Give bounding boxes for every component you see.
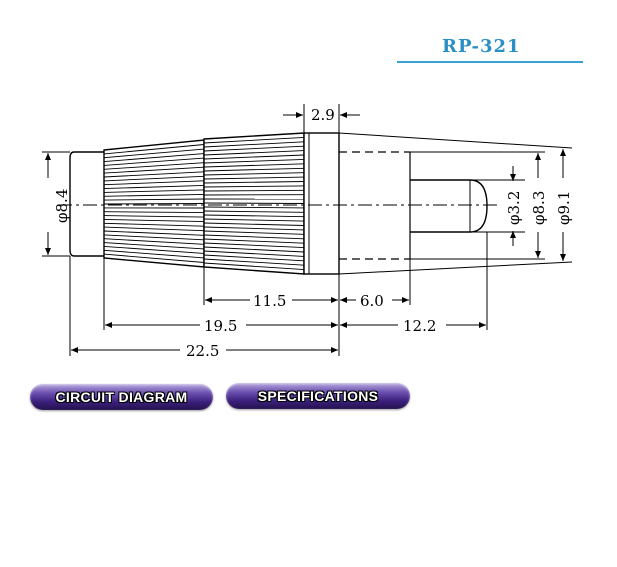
knurl-line [103,218,205,223]
knurl-line [103,238,205,245]
knurl-line [203,145,305,152]
knurl-line [103,153,205,163]
knurl-line [203,176,305,180]
knurl-line [103,245,205,254]
knurl-line [203,214,305,218]
knurl-line [103,242,205,250]
knurl-line [203,150,305,156]
knurl-line [103,230,205,236]
knurl-line [103,198,205,201]
knurl-line [103,222,205,227]
knurl-line [203,172,305,176]
knurl-line [103,184,205,190]
dim-top-ring: 2.9 [311,106,335,124]
knurl-line [203,136,305,144]
outer-sleeve [339,151,411,260]
knurl-line [103,215,205,218]
knurl-line [103,249,205,259]
title-underline [397,61,583,63]
knurl-line [103,189,205,193]
knurl-line [103,253,205,263]
knurl-line [203,230,305,235]
dim-left-diameter: φ8.4 [53,189,71,223]
knurl-line [203,262,305,271]
knurl-line [103,162,205,170]
rear-cap [69,151,104,257]
knurl-line [203,258,305,266]
knurl-line [203,206,305,209]
knurl-line [203,226,305,231]
knurl-line [203,246,305,253]
knurl-line [203,189,305,192]
knurl-line [103,211,205,214]
dim-total-length: 22.5 [186,342,219,360]
knurl-line [203,158,305,164]
dim-ring-length: 6.0 [360,292,384,310]
dim-pin-diameter: φ3.2 [505,191,523,225]
metal-ring [303,132,340,275]
knurl-line [203,154,305,160]
knurl-line [103,144,205,155]
knurl-line [203,163,305,168]
dim-ring-diameter: φ9.1 [555,191,573,225]
dim-pin-length: 12.2 [403,317,436,335]
knurl-section-2 [203,132,305,275]
knurl-line [103,226,205,232]
dim-body-length: 19.5 [204,317,237,335]
knurl-line [203,238,305,244]
knurl-line [203,222,305,226]
knurl-line [103,203,205,205]
knurl-line [203,234,305,240]
knurl-line [203,210,305,213]
knurl-line [103,175,205,182]
knurl-line [103,148,205,159]
knurl-line [203,250,305,257]
knurl-line [103,166,205,174]
knurl-line [203,202,305,204]
knurl-line [203,242,305,249]
specifications-button[interactable]: SPECIFICATIONS [226,383,410,409]
model-title: RP-321 [442,36,521,57]
knurl-line [203,185,305,188]
center-pin [410,179,488,233]
knurl-line [203,181,305,184]
knurl-line [103,180,205,186]
dim-knurl-length: 11.5 [253,292,286,310]
knurl-line [203,167,305,172]
circuit-diagram-button[interactable]: CIRCUIT DIAGRAM [30,384,213,410]
dim-body-diameter: φ8.3 [530,191,548,225]
knurl-line [203,141,305,148]
knurl-line [103,234,205,241]
knurl-line [203,218,305,222]
knurl-line [103,193,205,197]
knurl-line [203,254,305,262]
knurl-section-1 [103,139,205,268]
knurl-line [103,157,205,166]
knurl-line [103,171,205,178]
